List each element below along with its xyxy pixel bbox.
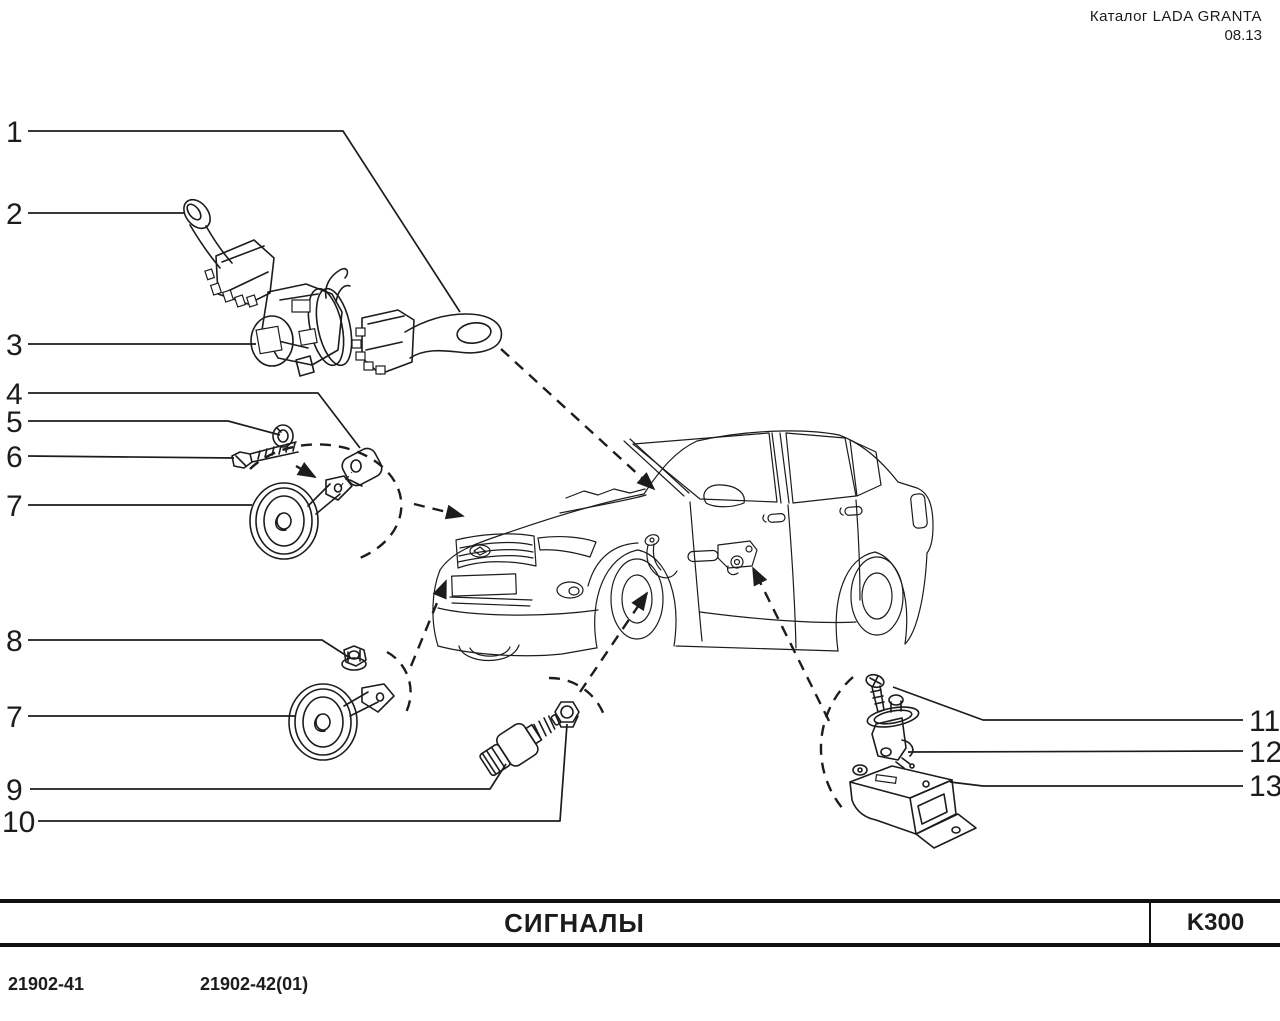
rear-lamp (910, 493, 928, 529)
page-header: Каталог LADA GRANTA 08.13 (1090, 8, 1262, 46)
arrow-horn-to-car (413, 502, 465, 520)
callout-8: 8 (6, 625, 23, 658)
arrow-mount-to-horn (295, 462, 317, 479)
section-title: СИГНАЛЫ (504, 907, 645, 938)
callout-11: 11 (1249, 705, 1280, 738)
part-switch-base (250, 267, 353, 377)
group-arc-switch (548, 676, 606, 716)
arrow-bracket-to-door (751, 566, 831, 722)
section-code: K300 (1186, 909, 1245, 936)
part-door-switch (866, 694, 920, 769)
leader-13 (949, 781, 1243, 787)
part-bolt (231, 441, 299, 469)
callout-12: 12 (1249, 736, 1280, 769)
installed-door-mechanism (687, 540, 758, 576)
leader-12 (907, 750, 1244, 753)
part-horn-mount (339, 447, 383, 488)
part-stop-switch (479, 713, 562, 777)
leader-8 (28, 639, 351, 659)
part-nut-upper (341, 645, 367, 671)
title-block: СИГНАЛЫ K300 (0, 899, 1280, 947)
group-arc-lower-horn (386, 650, 412, 717)
catalog-title: Каталог LADA GRANTA (1089, 8, 1262, 25)
arrow-lower-horn-to-bumper (409, 579, 448, 667)
callout-6: 6 (6, 441, 23, 474)
callout-5: 5 (6, 406, 23, 439)
callout-3: 3 (6, 329, 23, 362)
grille (455, 533, 537, 569)
wiper (565, 488, 646, 499)
callout-10: 10 (2, 806, 35, 839)
group-arc-upper-horn (249, 443, 403, 560)
callout-9: 9 (6, 774, 23, 807)
fog-light (556, 581, 584, 599)
callout-1: 1 (6, 116, 23, 149)
leader-4 (28, 392, 361, 449)
leader-1 (28, 130, 461, 313)
catalog-edition: 08.13 (1224, 26, 1262, 44)
callout-13: 13 (1249, 770, 1280, 803)
callout-4: 4 (6, 378, 23, 411)
arrow-stalks-to-cabin (500, 348, 656, 491)
part-washer (272, 424, 294, 448)
leader-11 (892, 686, 1243, 721)
license-plate (451, 573, 517, 597)
model-code-2: 21902-42(01) (200, 974, 309, 994)
callout-7: 7 (6, 490, 23, 523)
part-horn-upper (249, 475, 353, 560)
part-stalk-switch-left (183, 198, 275, 308)
part-bracket (849, 764, 977, 849)
model-codes: 21902-41 21902-42(01) (0, 974, 1280, 1002)
door-handle-rear (839, 506, 863, 516)
section-title-cell: СИГНАЛЫ (0, 903, 1151, 943)
installed-horn-bracket (644, 534, 678, 579)
leader-5 (28, 420, 281, 436)
arrow-switch-to-arch (579, 591, 649, 693)
car-outline (432, 430, 934, 662)
part-nut-lower (554, 701, 580, 728)
section-code-cell: K300 (1151, 903, 1280, 943)
part-screw (865, 673, 885, 713)
callout-7b: 7 (6, 701, 23, 734)
part-stalk-switch-right (351, 309, 503, 375)
leader-6 (27, 455, 235, 459)
leader-10 (38, 723, 568, 822)
leader-9 (30, 763, 507, 790)
door-handle-front (762, 513, 786, 523)
model-code-1: 21902-41 (8, 974, 85, 994)
callout-2: 2 (6, 198, 23, 231)
group-arc-bracket (819, 676, 854, 810)
headlight (537, 536, 597, 558)
part-horn-lower (288, 683, 395, 761)
